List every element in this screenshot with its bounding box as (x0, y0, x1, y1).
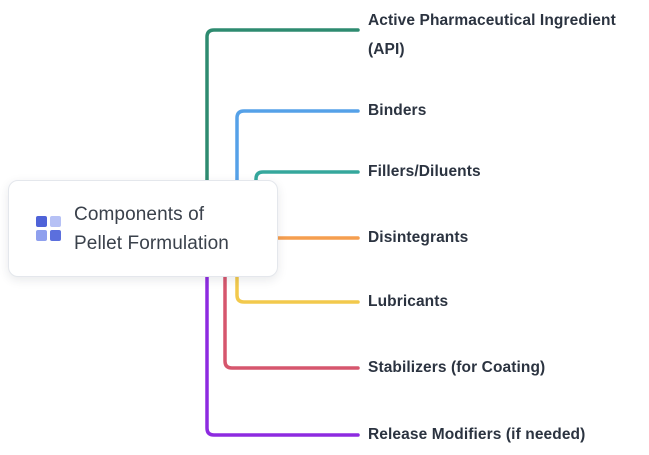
blocks-icon (35, 216, 61, 242)
branch-label-fillers[interactable]: Fillers/Diluents (368, 163, 481, 180)
branch-label-release[interactable]: Release Modifiers (if needed) (368, 426, 586, 443)
root-node-title: Components of Pellet Formulation (74, 203, 229, 254)
connector-api-line (205, 28, 360, 182)
connector-lubricants-line (235, 275, 360, 304)
branch-label-stabilizers[interactable]: Stabilizers (for Coating) (368, 359, 546, 376)
connector-fillers-line (254, 170, 360, 183)
branch-label-api[interactable]: Active Pharmaceutical Ingredient (API) (368, 12, 616, 58)
branch-label-disintegrants[interactable]: Disintegrants (368, 229, 469, 246)
connector-release-line (205, 275, 360, 437)
branch-label-binders[interactable]: Binders (368, 102, 427, 119)
root-node[interactable]: Components of Pellet Formulation (8, 180, 278, 277)
connector-stabilizers-line (223, 275, 360, 370)
connector-binders-line (235, 109, 360, 182)
branch-label-lubricants[interactable]: Lubricants (368, 293, 449, 310)
